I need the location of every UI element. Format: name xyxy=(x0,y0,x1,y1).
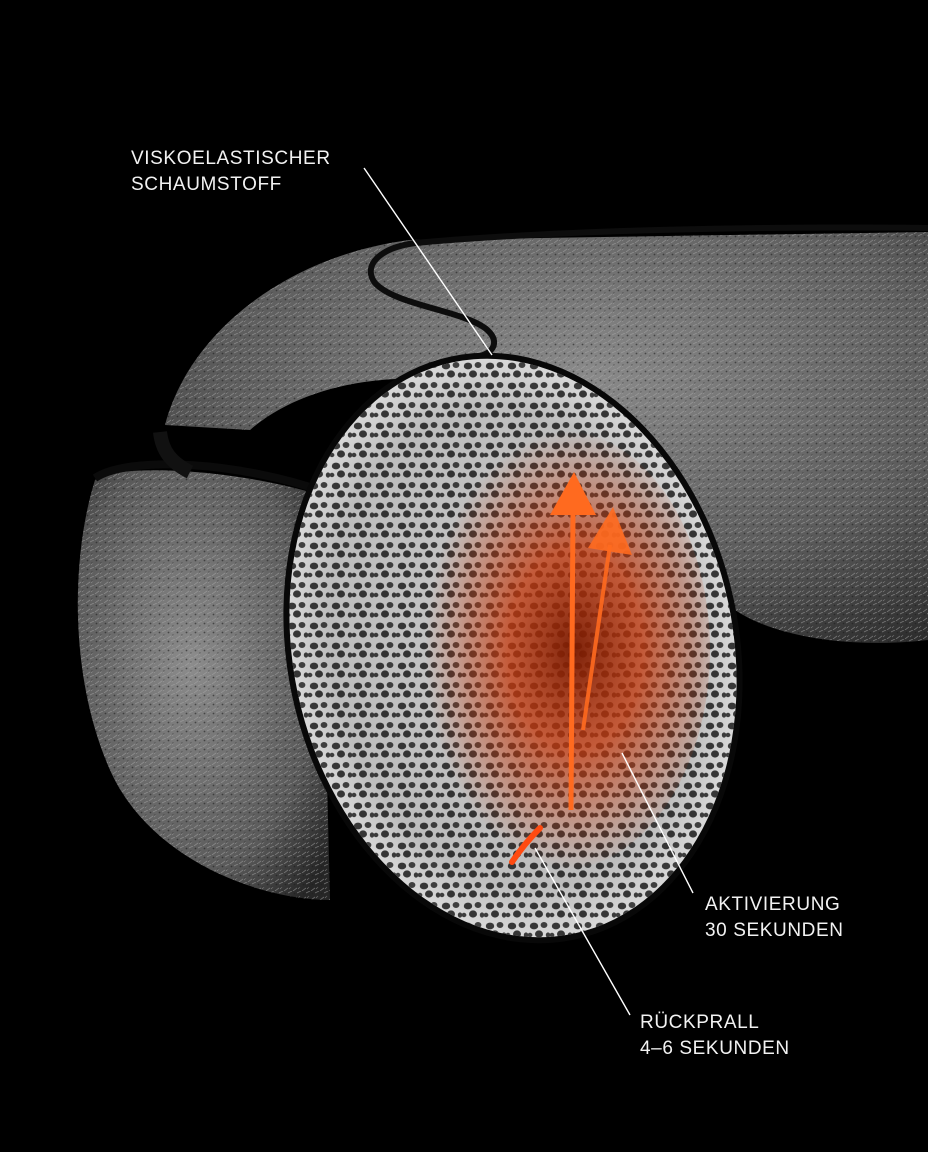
pillow-back-body xyxy=(165,232,928,643)
foam-leader-line xyxy=(363,167,493,356)
activation-leader-line xyxy=(621,752,694,894)
rebound-label-line1: RÜCKPRALL xyxy=(640,1012,760,1033)
foam-label-line1: VISKOELASTISCHER xyxy=(131,148,331,169)
rebound-leader-line xyxy=(534,847,631,1016)
activation-label-line2: 30 SEKUNDEN xyxy=(705,920,844,941)
rebound-label-line2: 4–6 SEKUNDEN xyxy=(640,1038,790,1059)
piping-cord xyxy=(367,224,928,359)
activation-label-line1: AKTIVIERUNG xyxy=(705,894,841,915)
heat-glow xyxy=(410,430,710,870)
activation-label: AKTIVIERUNG 30 SEKUNDEN xyxy=(705,892,844,944)
small-orange-mark xyxy=(509,825,543,865)
pillow-front-body xyxy=(77,430,330,900)
foam-label: VISKOELASTISCHER SCHAUMSTOFF xyxy=(131,146,331,198)
angled-up-arrow-icon xyxy=(581,507,632,731)
foam-label-line2: SCHAUMSTOFF xyxy=(131,174,282,195)
rebound-label: RÜCKPRALL 4–6 SEKUNDEN xyxy=(640,1010,790,1062)
up-arrow-icon xyxy=(550,472,596,811)
